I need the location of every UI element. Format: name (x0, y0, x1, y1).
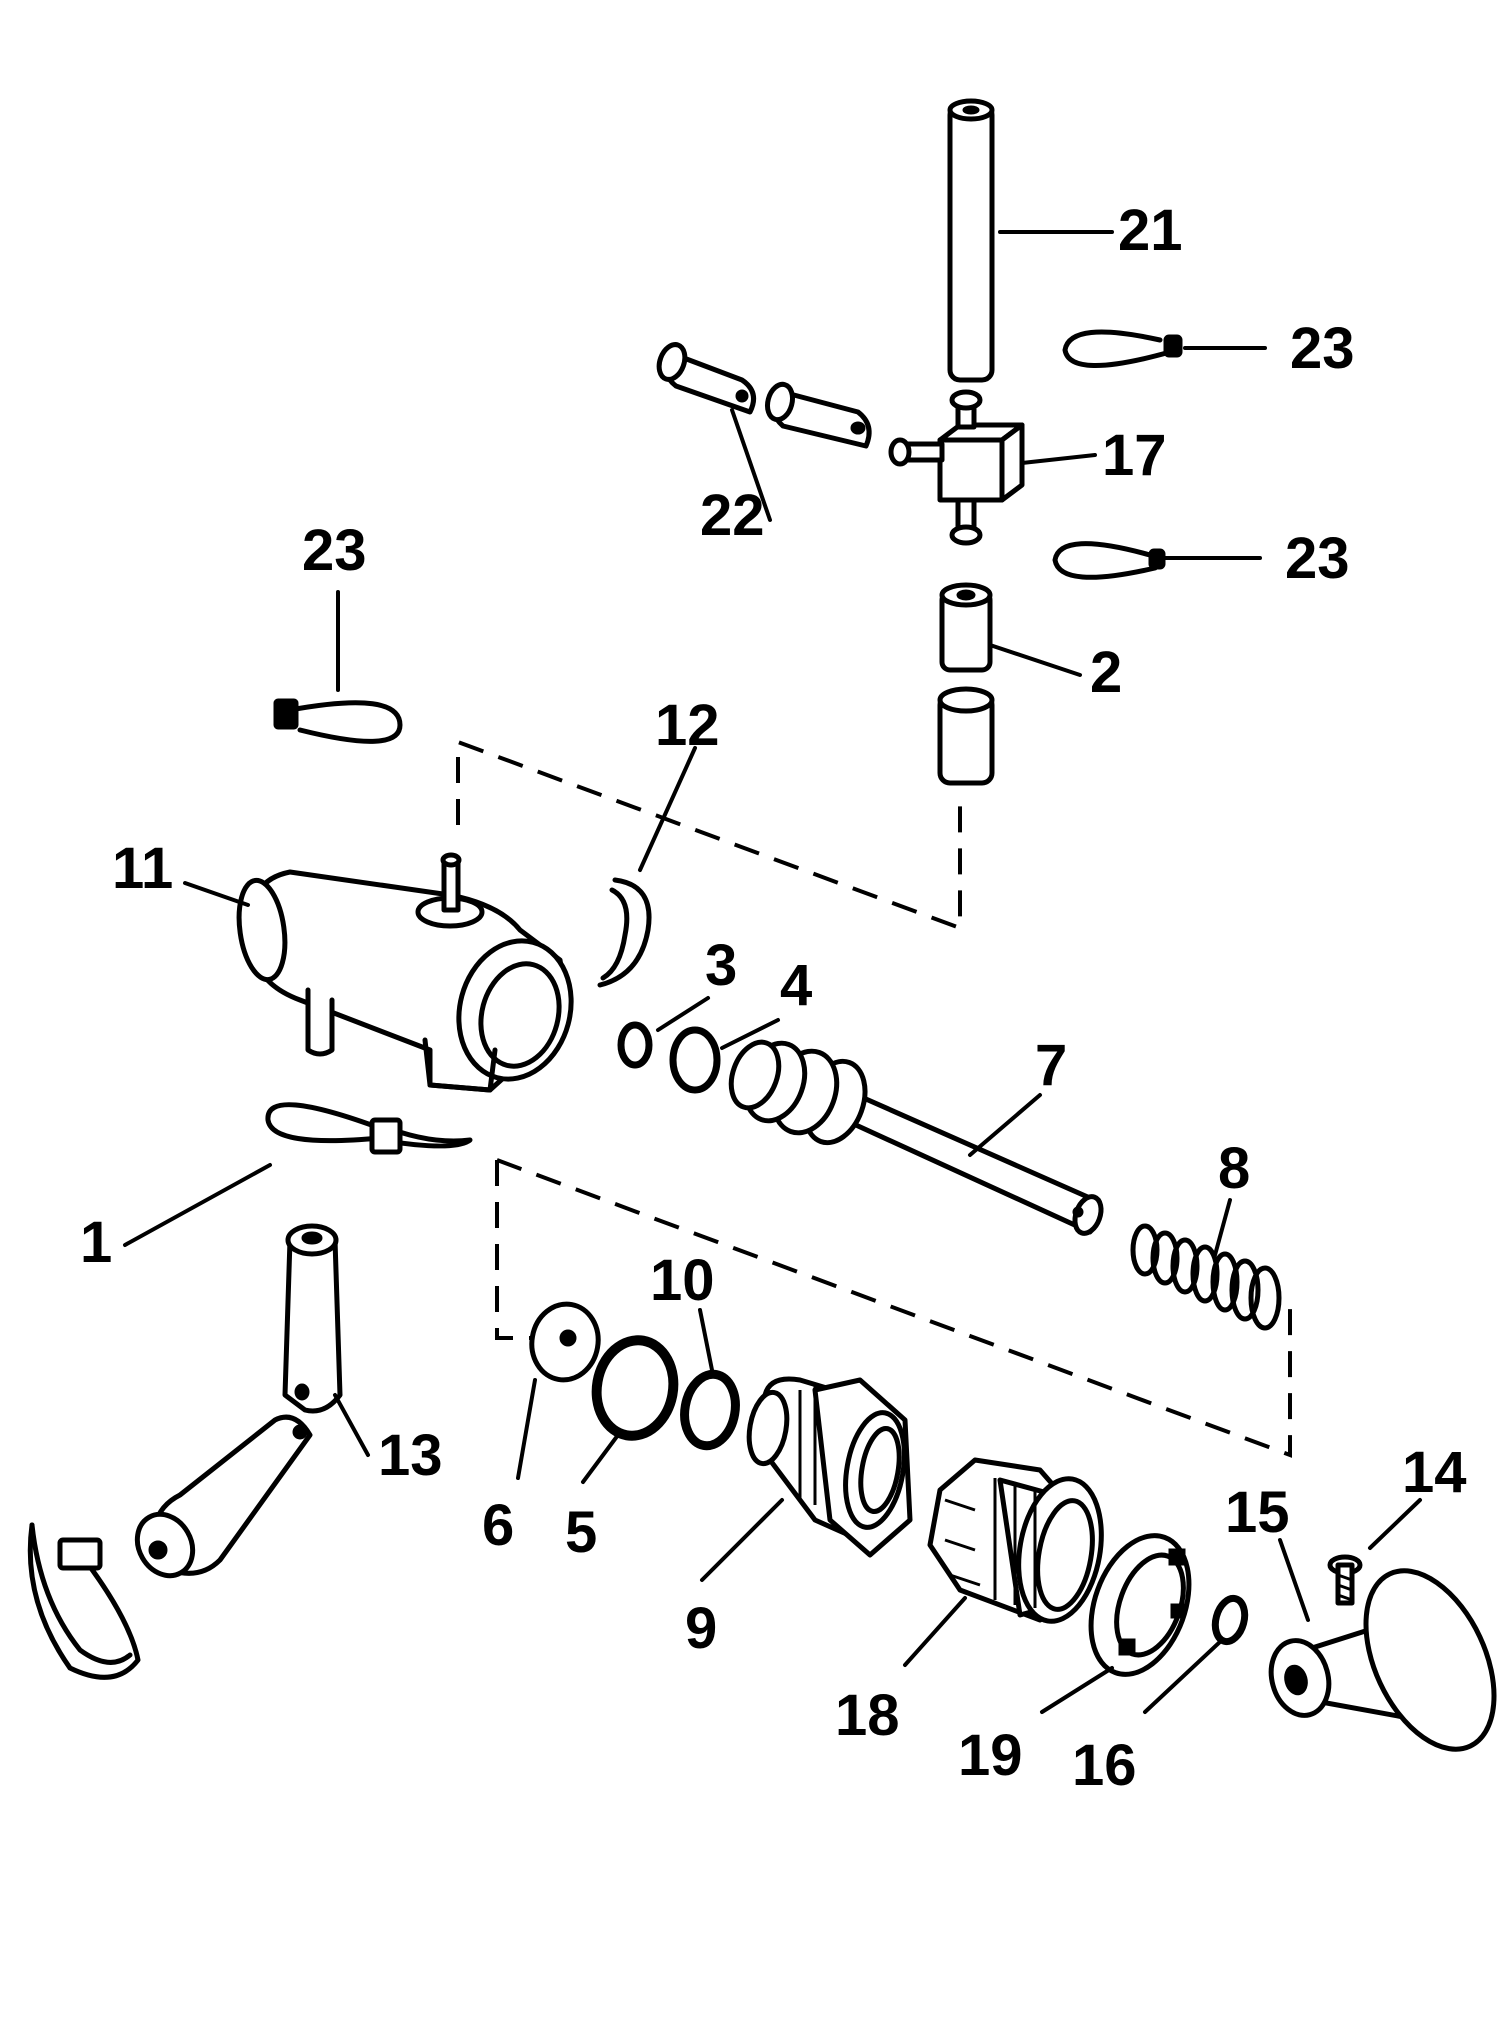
part-16-ring (1211, 1594, 1249, 1646)
part-9-fitting (746, 1376, 913, 1558)
part-8-spring (1130, 1223, 1282, 1331)
callout-17: 17 (1102, 423, 1167, 488)
callout-23-left: 23 (302, 518, 367, 583)
part-2-hoses (937, 582, 995, 786)
part-4-o-ring (669, 1026, 721, 1094)
part-19-lock-nut (1088, 1533, 1192, 1677)
part-21-tube (947, 98, 995, 383)
part-18-threaded-nut (927, 1457, 1104, 1624)
callout-9: 9 (685, 1596, 717, 1661)
part-15-knob (1268, 1568, 1497, 1752)
callout-4: 4 (780, 953, 812, 1018)
part-13-hoses (134, 1223, 343, 1579)
callout-11: 11 (112, 836, 173, 901)
callout-18: 18 (835, 1683, 900, 1748)
assembly-line-upper (456, 739, 962, 931)
leader-lines (123, 230, 1422, 1714)
callout-3: 3 (705, 933, 737, 998)
callout-19: 19 (958, 1723, 1023, 1788)
callout-16: 16 (1072, 1733, 1137, 1798)
callout-15: 15 (1225, 1480, 1290, 1545)
part-14-screw (1327, 1554, 1363, 1606)
callout-10: 10 (650, 1248, 715, 1313)
part-22-hoses (656, 342, 872, 449)
assembly-line-lower (495, 1158, 1292, 1458)
part-1-clamp-upper (265, 1102, 473, 1155)
callout-21: 21 (1118, 198, 1183, 263)
callouts: 21 23 17 22 23 23 2 12 11 3 4 7 8 1 10 1… (80, 198, 1467, 1798)
part-23-clamp-left (273, 698, 403, 744)
callout-12: 12 (655, 693, 720, 758)
callout-14: 14 (1402, 1440, 1467, 1505)
callout-7: 7 (1035, 1033, 1067, 1098)
part-23-clamp-upper-right (1062, 329, 1183, 368)
part-11-valve-body (236, 852, 574, 1093)
part-10-ring (680, 1369, 740, 1451)
callout-13: 13 (378, 1423, 443, 1488)
callout-1: 1 (80, 1210, 112, 1275)
callout-22: 22 (700, 483, 765, 548)
part-5-ring (591, 1335, 679, 1441)
callout-8: 8 (1218, 1136, 1250, 1201)
callout-6: 6 (482, 1493, 514, 1558)
part-3-o-ring (617, 1021, 653, 1069)
callout-5: 5 (565, 1500, 597, 1565)
part-12-retaining-ring (597, 877, 652, 988)
part-1-clamp-lower (27, 1522, 141, 1680)
part-7-shaft (728, 1039, 1104, 1236)
part-23-clamp-middle-right (1052, 541, 1166, 580)
callout-23-upper-right: 23 (1290, 316, 1355, 381)
callout-2: 2 (1090, 640, 1122, 705)
callout-23-middle-right: 23 (1285, 526, 1350, 591)
part-6-washer (529, 1301, 601, 1383)
part-17-tee-fitting (888, 389, 1025, 546)
